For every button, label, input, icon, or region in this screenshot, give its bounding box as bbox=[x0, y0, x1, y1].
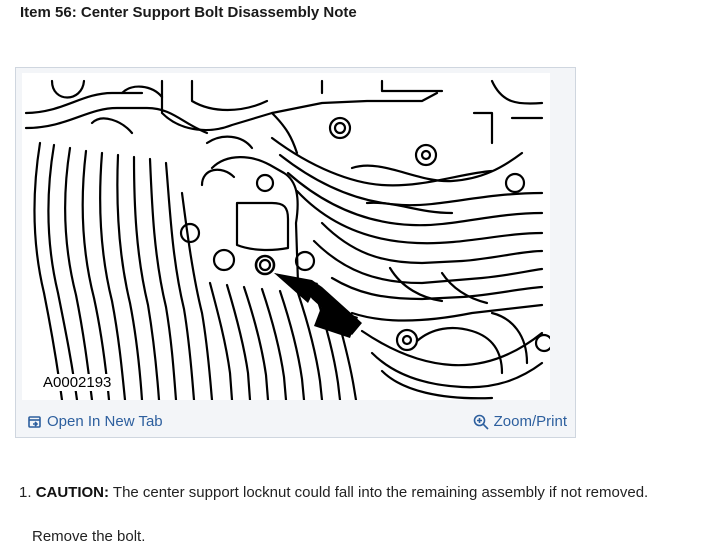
zoom-print-link[interactable]: Zoom/Print bbox=[473, 413, 567, 430]
figure-code: A0002193 bbox=[41, 374, 114, 391]
figure-toolbar: Open In New Tab Zoom/Print bbox=[16, 406, 575, 437]
open-in-new-tab-link[interactable]: Open In New Tab bbox=[28, 413, 163, 430]
instruction-text: Remove the bolt. bbox=[32, 528, 146, 545]
step-number: 1. bbox=[19, 484, 32, 501]
valve-body-diagram bbox=[22, 73, 550, 400]
caution-label: CAUTION: bbox=[35, 484, 110, 501]
zoom-print-label: Zoom/Print bbox=[493, 413, 567, 430]
caution-text: The center support locknut could fall in… bbox=[112, 484, 649, 501]
open-in-new-tab-label: Open In New Tab bbox=[47, 413, 163, 430]
external-window-icon bbox=[28, 415, 42, 429]
magnifier-plus-icon bbox=[473, 414, 489, 430]
step-1: 1. CAUTION: The center support locknut c… bbox=[19, 484, 648, 501]
page-title: Item 56: Center Support Bolt Disassembly… bbox=[20, 4, 357, 21]
